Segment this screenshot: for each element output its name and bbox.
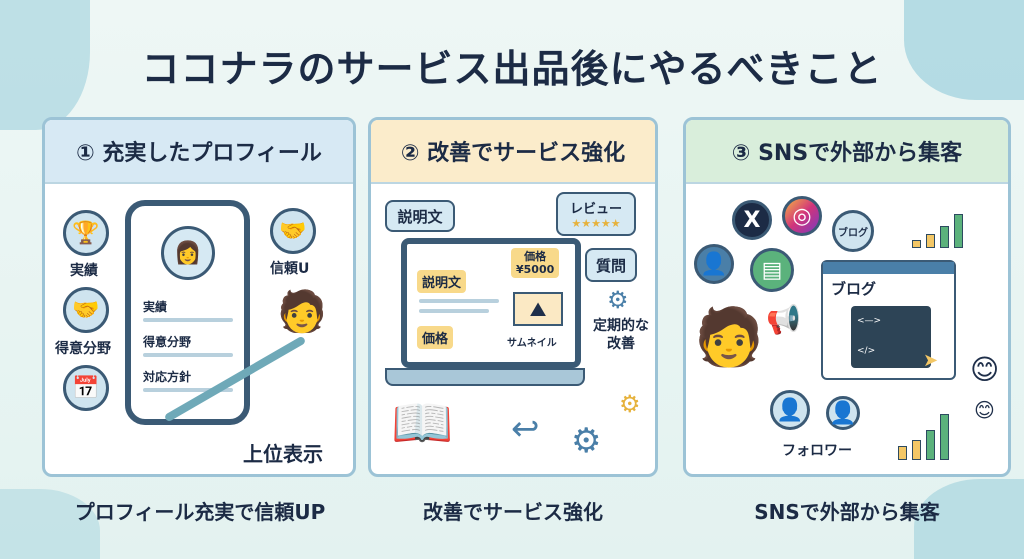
caption-sns: SNSで外部から集客 (754, 500, 940, 524)
question-bubble: 質問 (585, 248, 637, 282)
handshake-icon: 🤝 (270, 208, 316, 254)
blog-window: ブログ <—> </> ➤ (821, 260, 956, 380)
panel-sns: ③ SNSで外部から集客 X ◎ ブログ 👤 ▤ ブログ <—> </> ➤ 🧑… (683, 117, 1011, 477)
divider (143, 353, 233, 357)
panel-header: ② 改善でサービス強化 (371, 120, 655, 184)
blog-circle: ブログ (832, 210, 874, 252)
person-megaphone-icon: 🧑 (694, 305, 764, 370)
gear-icon: ⚙ (619, 390, 641, 418)
label-specialty: 得意分野 (55, 341, 111, 357)
trophy-icon: 🏆 (63, 210, 109, 256)
code-open-tag: <—> (857, 316, 882, 326)
smiley-icon: 😊 (974, 398, 995, 422)
user-profile-icon: 👤 (694, 244, 734, 284)
price-value-tag: 価格 ¥5000 (511, 248, 560, 279)
calendar-icon: 📅 (63, 365, 109, 411)
chart-bar (898, 446, 907, 460)
chart-bar (940, 414, 949, 460)
cursor-icon: ➤ (923, 350, 939, 371)
panel-profile: ① 充実したプロフィール 🏆 実績 🤝 得意分野 📅 👩 実績 得意分野 対応方… (42, 117, 356, 477)
phone-item: 実績 (143, 300, 168, 314)
code-editor: <—> </> (851, 306, 931, 368)
chart-bar (954, 214, 963, 248)
gear-icon: ⚙ (607, 286, 629, 314)
price-label: 価格 (524, 250, 547, 263)
page-title: ココナラのサービス出品後にやるべきこと (141, 47, 883, 91)
blog-page-title: ブログ (831, 280, 877, 298)
chart-bar (926, 234, 935, 248)
description-bubble: 説明文 (385, 200, 455, 232)
panel-header: ① 充実したプロフィール (45, 120, 353, 184)
chart-bar (912, 440, 921, 460)
laptop-base (385, 368, 585, 386)
review-label: レビュー (569, 202, 622, 217)
star-rating-icon: ★★★★★ (571, 217, 621, 230)
x-logo-icon: X (732, 200, 772, 240)
chart-bar (926, 430, 935, 460)
label-followers: フォロワー (782, 443, 852, 459)
chart-bar (912, 240, 921, 248)
instagram-icon: ◎ (782, 196, 822, 236)
label-trust: 信頼U (270, 261, 310, 277)
divider (143, 388, 233, 392)
text-line (419, 299, 499, 303)
chart-bar (940, 226, 949, 248)
text-line (419, 309, 489, 313)
growth-chart-icon (912, 208, 972, 248)
handshake-icon: 🤝 (63, 287, 109, 333)
follower-avatar-icon: 👤 (770, 390, 810, 430)
chat-icon: ▤ (750, 248, 794, 292)
label-regular-improvement: 定期的な改善 (593, 318, 649, 352)
avatar: 👩 (161, 226, 215, 280)
description-tag: 説明文 (417, 270, 467, 293)
label-top-ranking: 上位表示 (243, 442, 323, 466)
phone-illustration: 👩 実績 得意分野 対応方針 (125, 200, 250, 425)
background-decoration (914, 479, 1024, 559)
caption-profile: プロフィール充実で信頼UP (74, 500, 326, 524)
price-value: ¥5000 (516, 263, 555, 277)
window-titlebar (823, 262, 954, 274)
curved-arrow-icon: ↩ (511, 409, 540, 449)
person-pointing-icon: 🧑 (277, 289, 327, 335)
megaphone-icon: 📢 (766, 303, 801, 336)
panel-improve: ② 改善でサービス強化 説明文 レビュー ★★★★★ 質問 説明文 価格 価格 … (368, 117, 658, 477)
caption-improve: 改善でサービス強化 (423, 500, 603, 524)
growth-chart-icon (898, 410, 958, 460)
divider (143, 318, 233, 322)
follower-avatar-icon: 👤 (826, 396, 860, 430)
phone-item: 得意分野 (143, 335, 192, 349)
code-close-tag: </> (857, 346, 876, 356)
review-bubble: レビュー ★★★★★ (556, 192, 636, 236)
gear-icon: ⚙ (571, 421, 602, 461)
panel-header: ③ SNSで外部から集客 (686, 120, 1008, 184)
book-icon: 📖 (391, 394, 454, 452)
laptop-illustration: 説明文 価格 価格 ¥5000 ⛰ サムネイル (401, 238, 581, 368)
thumbnail-image-icon: ⛰ (513, 292, 563, 326)
phone-item: 対応方針 (143, 370, 192, 384)
smiley-icon: 😊 (970, 353, 1000, 386)
label-achievements: 実績 (70, 263, 98, 279)
price-tag: 価格 (417, 326, 454, 349)
thumbnail-label: サムネイル (507, 338, 557, 349)
